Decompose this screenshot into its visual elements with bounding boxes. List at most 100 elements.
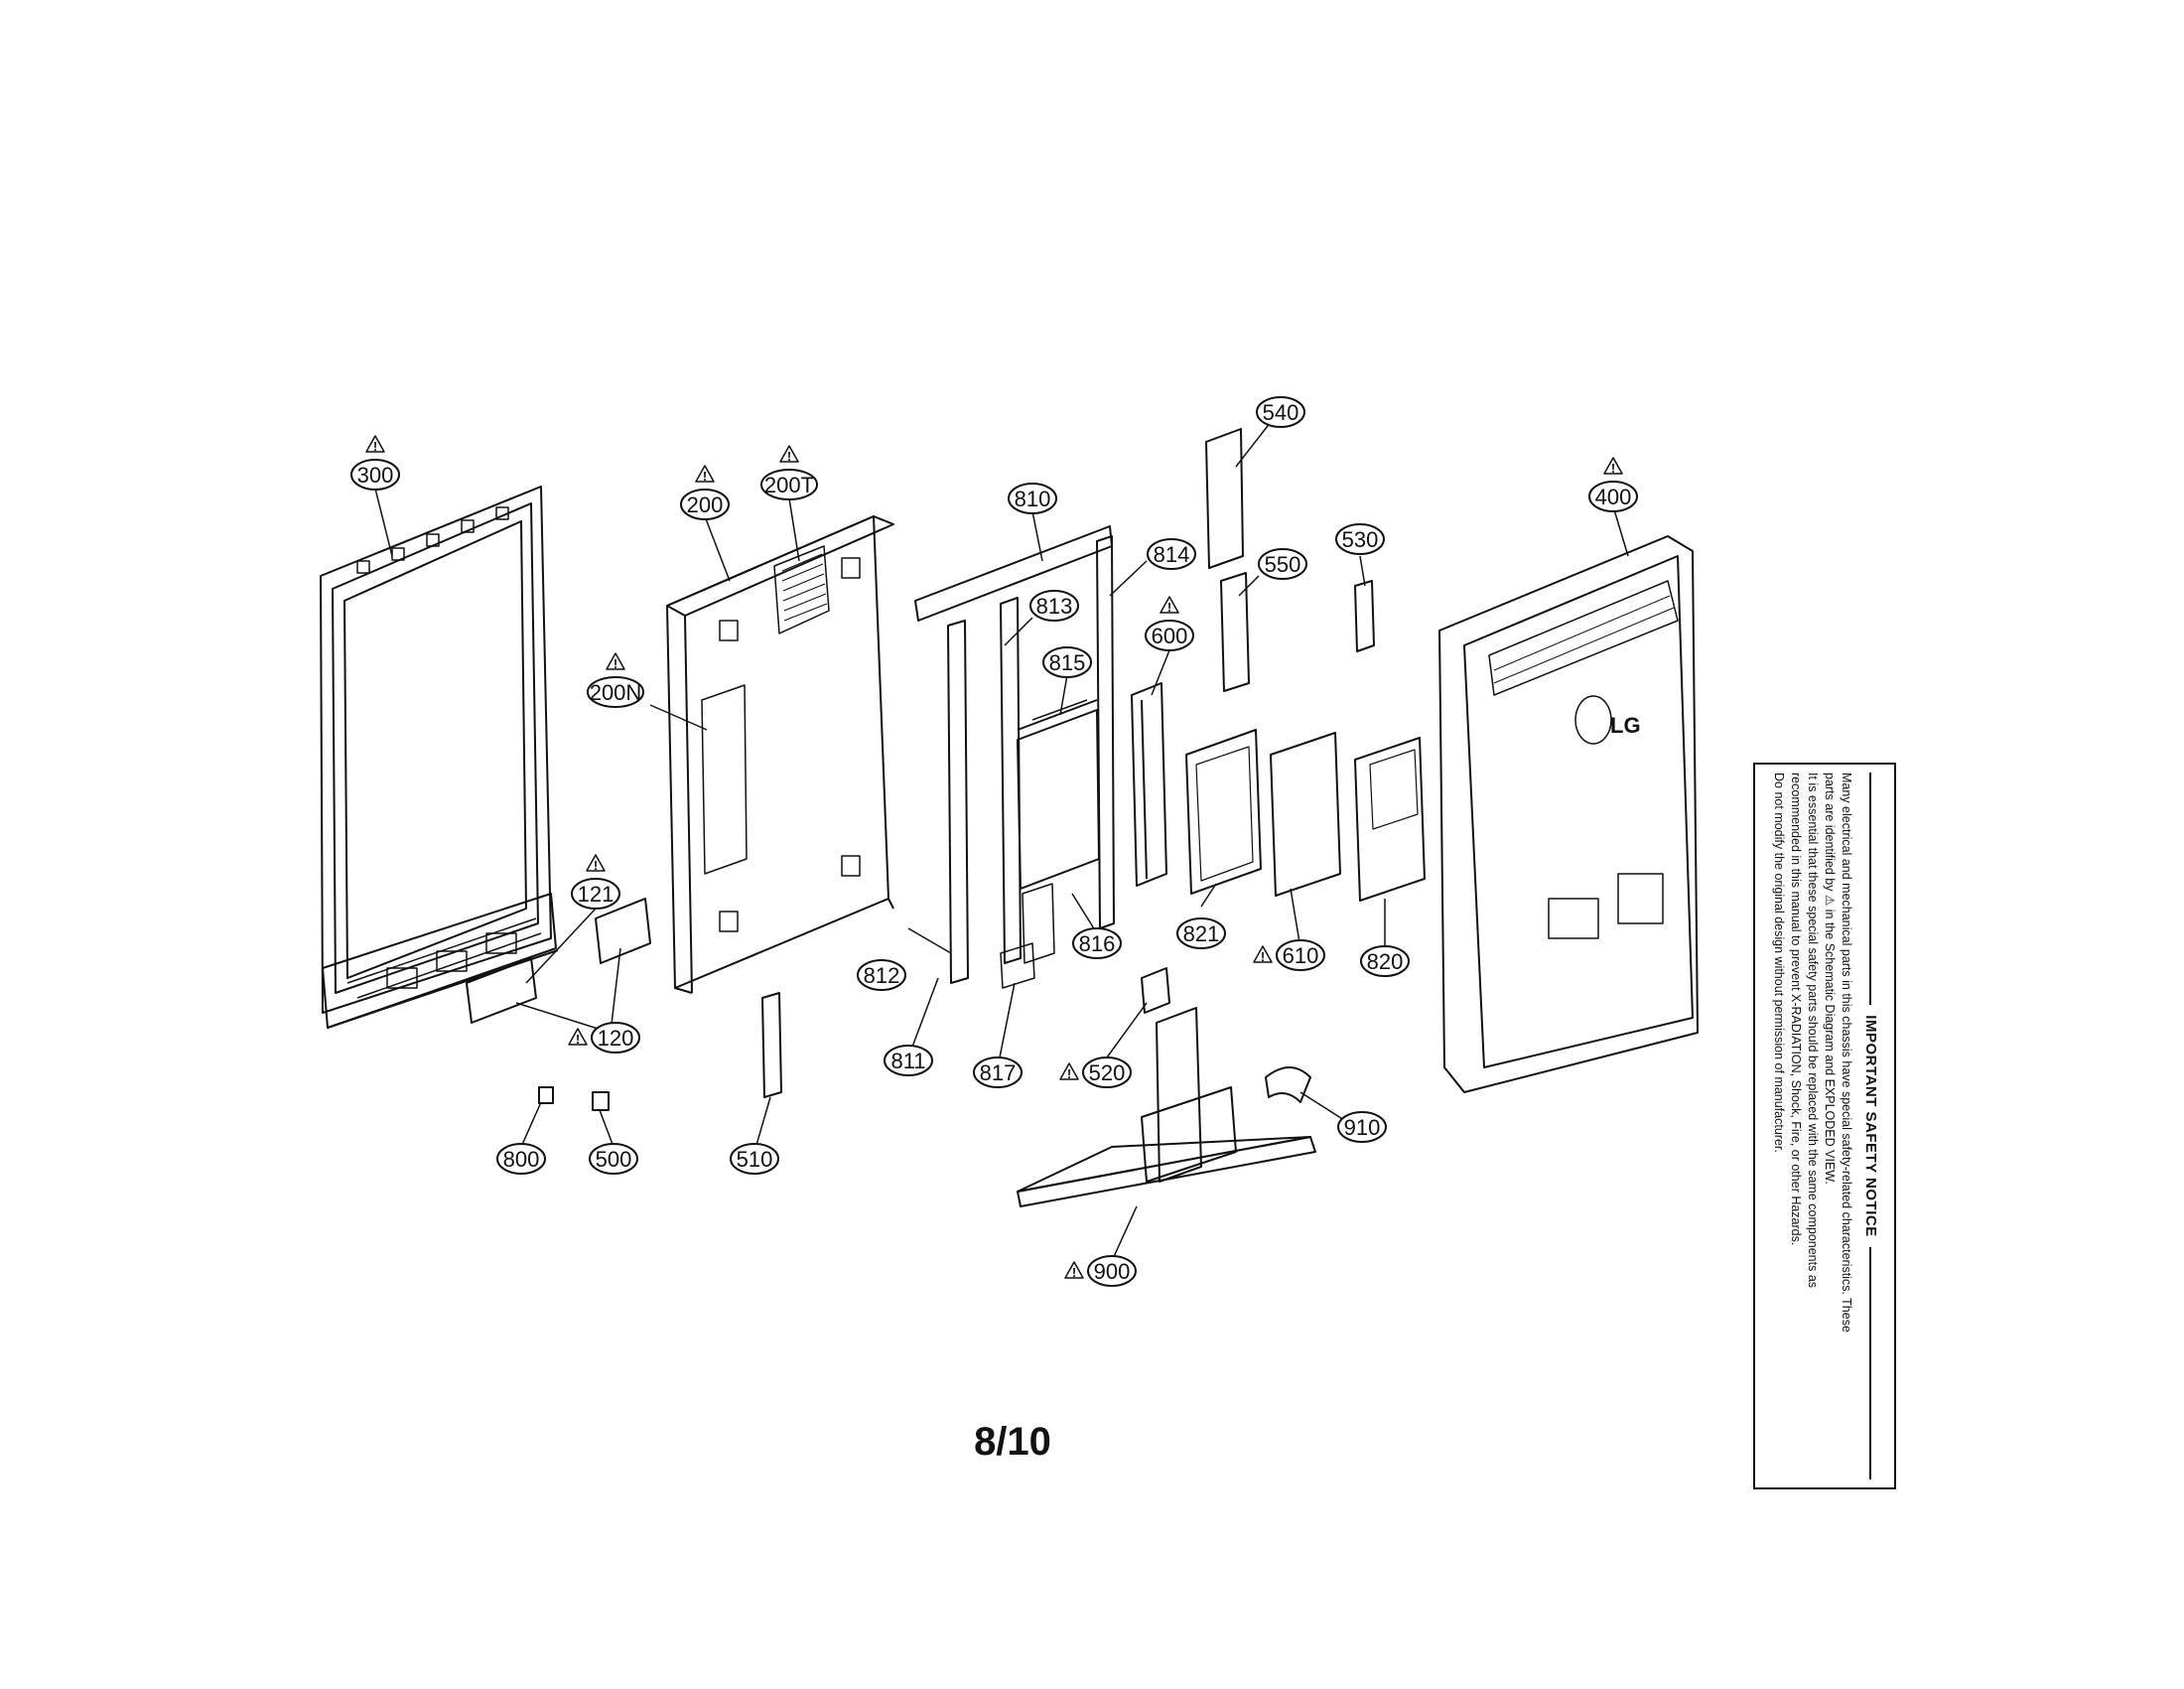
callout-label: 800: [503, 1147, 540, 1172]
callout-label: 817: [980, 1060, 1017, 1085]
callout-811: 811: [884, 1045, 933, 1076]
callout-label: 550: [1265, 552, 1301, 577]
warning-icon: [568, 1028, 588, 1046]
warning-icon-mark: !: [373, 439, 377, 454]
callout-200T: 200T!: [760, 445, 818, 500]
warning-icon-mark: !: [1167, 600, 1171, 615]
callout-510: 510: [730, 1143, 779, 1175]
callout-ellipse: [1335, 523, 1385, 555]
callout-ellipse: [1082, 1056, 1132, 1088]
safety-notice-body: Many electrical and mechanical parts in …: [1770, 773, 1854, 1479]
callout-ellipse: [1588, 481, 1638, 512]
part-pcbs: [1185, 729, 1426, 902]
part-boards: [1131, 428, 1375, 887]
callout-200: 200!: [680, 465, 730, 520]
callout-label: 540: [1263, 400, 1299, 425]
callout-ellipse: [1008, 483, 1057, 514]
callout-ellipse: [1029, 590, 1079, 622]
lg-logo: LG: [1610, 713, 1641, 738]
callout-ellipse: [591, 1022, 640, 1054]
warning-icon: [586, 854, 606, 872]
callout-530: 530: [1335, 523, 1385, 555]
callout-ellipse: [1042, 646, 1092, 678]
callout-label: 610: [1283, 943, 1319, 968]
callout-label: 530: [1342, 527, 1379, 552]
warning-icon: [365, 435, 385, 453]
callout-ellipse: [496, 1143, 546, 1175]
callout-540: 540: [1256, 396, 1305, 428]
callout-label: 900: [1094, 1259, 1131, 1284]
callout-ellipse: [760, 469, 818, 500]
callout-ellipse: [857, 959, 906, 991]
callout-810: 810: [1008, 483, 1057, 514]
callout-ellipse: [1256, 396, 1305, 428]
warning-icon: [1603, 457, 1623, 475]
callout-910: 910: [1337, 1111, 1387, 1143]
part-stand: [1017, 1007, 1316, 1207]
warning-icon-mark: !: [1067, 1066, 1071, 1081]
warning-icon-mark: !: [614, 656, 617, 671]
callout-200N: 200N!: [587, 652, 644, 708]
warning-icon-mark: !: [594, 858, 598, 873]
safety-notice-line: parts are identified by ⚠ in the Schemat…: [1823, 773, 1837, 1185]
callout-label: 812: [864, 963, 900, 988]
warning-icon-mark: !: [576, 1032, 580, 1047]
callout-label: 510: [737, 1147, 773, 1172]
callout-ellipse: [973, 1056, 1023, 1088]
callout-ellipse: [1176, 917, 1226, 949]
callout-label: 813: [1036, 594, 1073, 619]
warning-icon-mark: !: [1261, 949, 1265, 964]
callout-label: 600: [1152, 624, 1188, 648]
part-front-bezel: [320, 486, 559, 1029]
warning-icon: [606, 652, 625, 670]
callout-label: 500: [596, 1147, 632, 1172]
part-callouts: 300!200!200T!200N!810814813815540550600!…: [350, 396, 1638, 1287]
warning-icon: [1064, 1261, 1084, 1279]
callout-816: 816: [1072, 927, 1122, 959]
page-number: 8/10: [974, 1420, 1051, 1464]
callout-ellipse: [571, 878, 620, 910]
callout-520: 520!: [1059, 1056, 1132, 1088]
callout-label: 820: [1367, 949, 1404, 974]
callout-600: 600!: [1145, 596, 1194, 651]
callout-ellipse: [730, 1143, 779, 1175]
warning-icon-mark: !: [1611, 461, 1615, 476]
safety-notice-line: Do not modify the original design withou…: [1772, 773, 1786, 1153]
callout-label: 815: [1049, 650, 1086, 675]
warning-icon-mark: !: [703, 469, 707, 484]
callout-label: 120: [598, 1026, 634, 1051]
callout-label: 810: [1015, 487, 1051, 511]
callout-812: 812: [857, 959, 906, 991]
warning-icon-mark: !: [1072, 1265, 1076, 1280]
callout-label: 200N: [590, 680, 642, 705]
callout-121: 121!: [571, 854, 620, 910]
callout-ellipse: [589, 1143, 638, 1175]
warning-icon: [779, 445, 799, 463]
safety-notice-title: IMPORTANT SAFETY NOTICE: [1862, 773, 1879, 1479]
callout-610: 610!: [1253, 939, 1325, 971]
callout-ellipse: [1258, 548, 1307, 580]
callout-820: 820: [1360, 945, 1410, 977]
leader-lines: [374, 421, 1629, 1262]
callout-800: 800: [496, 1143, 546, 1175]
callout-900: 900!: [1064, 1255, 1137, 1287]
warning-icon: [695, 465, 715, 483]
callout-label: 121: [578, 882, 614, 907]
callout-label: 300: [357, 463, 394, 488]
callout-label: 814: [1154, 542, 1190, 567]
callout-817: 817: [973, 1056, 1023, 1088]
callout-ellipse: [1337, 1111, 1387, 1143]
callout-ellipse: [884, 1045, 933, 1076]
callout-ellipse: [587, 676, 644, 708]
callout-815: 815: [1042, 646, 1092, 678]
callout-400: 400!: [1588, 457, 1638, 512]
safety-notice-line: It is essential that these special safet…: [1806, 773, 1820, 1289]
callout-label: 200: [687, 493, 724, 517]
warning-icon: [1059, 1062, 1079, 1080]
part-support-frame: [914, 525, 1115, 989]
callout-500: 500: [589, 1143, 638, 1175]
part-small-components: [466, 898, 1311, 1111]
callout-ellipse: [1147, 538, 1196, 570]
safety-notice-box: IMPORTANT SAFETY NOTICE Many electrical …: [1753, 763, 1896, 1489]
